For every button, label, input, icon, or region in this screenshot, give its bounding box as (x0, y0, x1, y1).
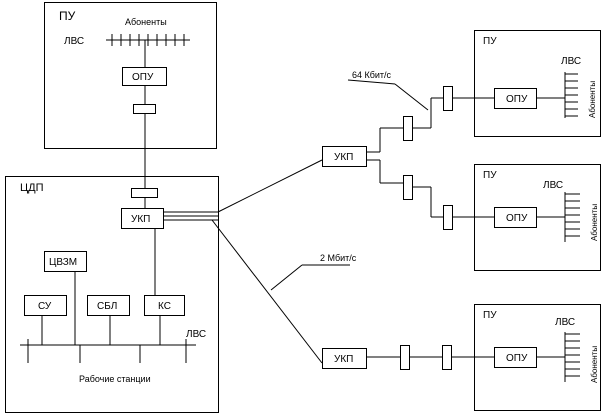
pu-right-1-frame (474, 30, 601, 137)
cdp-cvzm-label: ЦВЗМ (49, 257, 77, 268)
upper-coupler-3 (403, 175, 413, 200)
pu-top-coupler (133, 104, 156, 114)
pu-right-1-lan-label: ЛВС (561, 56, 581, 67)
pu-right-3-opu-box (494, 347, 537, 368)
pu-right-1-opu-box (494, 88, 537, 109)
pu-right-3-subscribers-label: Абоненты (590, 346, 599, 383)
cdp-su-label: СУ (38, 301, 52, 312)
pu-right-2-opu-label: ОПУ (506, 213, 528, 224)
cdp-cvzm-box (44, 251, 87, 272)
cdp-sbl-box (87, 295, 130, 316)
cdp-ukp-box (121, 208, 164, 229)
pu-top-title: ПУ (59, 9, 76, 23)
upper-coupler-2 (443, 86, 453, 111)
pu-right-2-lan-label: ЛВС (543, 180, 563, 191)
pu-top-opu-label: ОПУ (132, 72, 154, 83)
pu-right-3-frame (474, 304, 601, 411)
lower-coupler-1 (400, 345, 410, 370)
pu-top-opu-box (122, 67, 167, 86)
cdp-ks-box (144, 295, 185, 316)
lower-coupler-2 (442, 345, 452, 370)
link-speed-2m: 2 Мбит/с (320, 253, 357, 263)
link-speed-64: 64 Кбит/с (352, 70, 392, 80)
pu-right-1-opu-label: ОПУ (506, 94, 528, 105)
pu-right-2-frame (474, 164, 601, 271)
upper-coupler-1 (403, 116, 413, 141)
cdp-sbl-label: СБЛ (97, 301, 117, 312)
pu-top-subscribers-label: Абоненты (125, 17, 167, 27)
cdp-lan-label: ЛВС (186, 329, 206, 340)
upper-coupler-4 (443, 205, 453, 230)
cdp-coupler (131, 188, 158, 198)
pu-right-1-title: ПУ (483, 36, 497, 47)
pu-right-1-subscribers-label: Абоненты (588, 81, 597, 118)
pu-right-3-opu-label: ОПУ (506, 353, 528, 364)
ukp-lower-label: УКП (334, 354, 353, 365)
cdp-ks-label: КС (158, 301, 171, 312)
pu-right-2-subscribers-label: Абоненты (590, 204, 599, 241)
cdp-frame (5, 176, 219, 413)
ukp-lower-box (322, 348, 367, 369)
cdp-workstations-label: Рабочие станции (79, 374, 151, 384)
cdp-ukp-label: УКП (131, 214, 150, 225)
pu-right-3-lan-label: ЛВС (555, 317, 575, 328)
cdp-title: ЦДП (20, 182, 44, 194)
pu-right-2-opu-box (494, 207, 537, 228)
pu-top-lan-label: ЛВС (64, 36, 84, 47)
pu-top-frame (44, 2, 217, 149)
ukp-upper-label: УКП (334, 152, 353, 163)
pu-right-3-title: ПУ (483, 310, 497, 321)
cdp-su-box (24, 295, 67, 316)
ukp-upper-box (322, 146, 367, 167)
pu-right-2-title: ПУ (483, 170, 497, 181)
